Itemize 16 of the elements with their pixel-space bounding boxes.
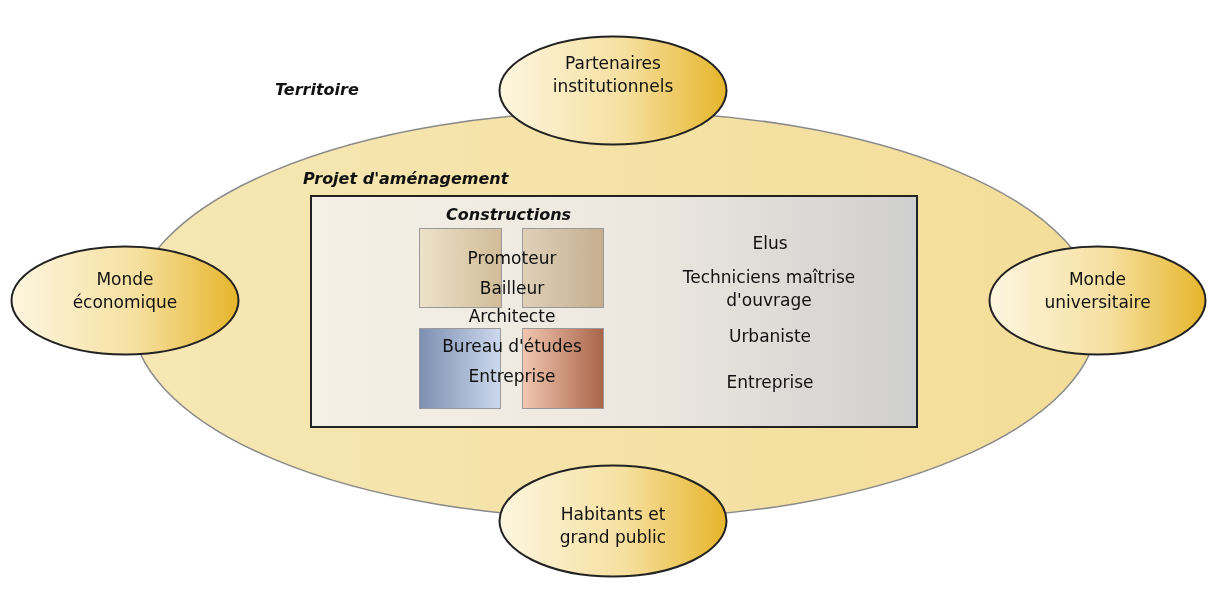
actor-label: Architecte xyxy=(467,305,557,328)
stakeholder-label: Monde universitaire xyxy=(1043,268,1152,314)
group-title: Projet d'aménagement xyxy=(303,169,509,188)
actor-label: Entreprise xyxy=(467,365,557,388)
actor-label: Elus xyxy=(751,232,789,255)
actor-label: Promoteur xyxy=(466,247,558,270)
actor-label: Bureau d'études xyxy=(441,335,583,358)
actor-label: Techniciens maîtrise d'ouvrage xyxy=(681,266,857,312)
actor-label: Entreprise xyxy=(725,371,815,394)
group-title: Territoire xyxy=(275,80,359,99)
actor-label: Bailleur xyxy=(478,277,546,300)
stakeholder-label: Habitants et grand public xyxy=(558,503,668,549)
stakeholder-label: Partenaires institutionnels xyxy=(551,52,675,98)
actor-label: Urbaniste xyxy=(727,325,813,348)
group-title: Constructions xyxy=(446,205,572,224)
stakeholder-label: Monde économique xyxy=(71,268,179,314)
